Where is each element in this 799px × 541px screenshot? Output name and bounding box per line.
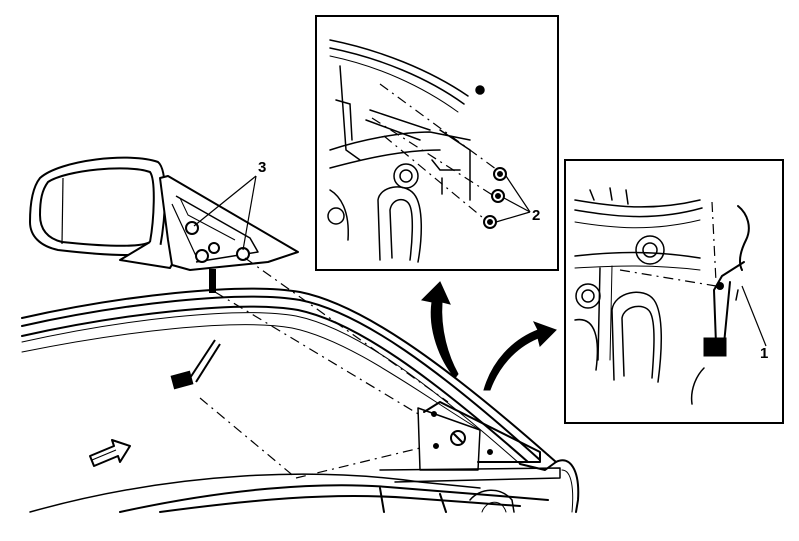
callout-3-leaders [193, 175, 257, 251]
callout-1-label: 1 [760, 345, 768, 362]
inset-nuts [483, 167, 507, 229]
inset-right: 1 [564, 159, 784, 424]
inset-top: 2 [315, 15, 559, 271]
view-direction-arrow-icon [89, 439, 131, 467]
alignment-lines [199, 257, 449, 479]
curved-detail-arrow-icon [483, 321, 557, 391]
door-frame [21, 287, 580, 513]
connector-clip [170, 339, 221, 390]
callout-2-label: 2 [532, 207, 540, 224]
outside-mirror [29, 156, 299, 271]
curved-detail-arrow-icon [420, 281, 459, 379]
harness-connector [703, 337, 727, 357]
harness-fastener [716, 282, 724, 290]
callout-3-label: 3 [258, 159, 266, 176]
mirror-studs [185, 221, 250, 293]
